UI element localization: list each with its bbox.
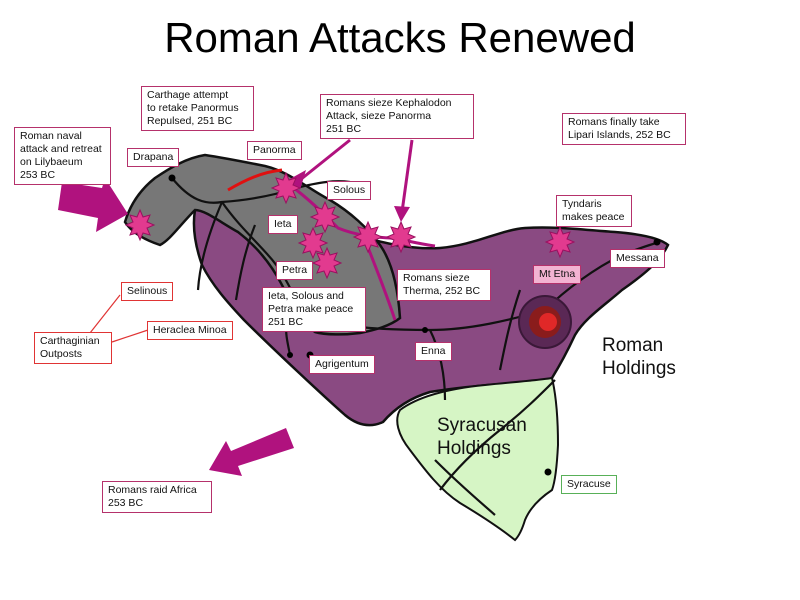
kephalodon-label: Romans sieze Kephalodon Attack, sieze Pa… <box>320 94 474 139</box>
place-heraclea-minoa: Heraclea Minoa <box>147 321 233 340</box>
carthage-attempt-label: Carthage attempt to retake Panormus Repu… <box>141 86 254 131</box>
syracusan-holdings-label: Syracusan Holdings <box>437 415 527 459</box>
place-solous: Solous <box>327 181 372 200</box>
africa-raid-label: Romans raid Africa 253 BC <box>102 481 212 513</box>
battle-burst-panorma <box>270 171 302 205</box>
kephalodon-arrow-shaft <box>299 138 351 182</box>
therma-arrow-head <box>394 206 410 222</box>
roman-holdings-label: Roman Holdings <box>602 335 676 379</box>
tyndaris-label: Tyndaris makes peace <box>556 195 632 227</box>
kephalodon-arrow-head <box>288 170 306 190</box>
carthaginian-route-line <box>227 168 283 192</box>
battle-burst-lilybaeum <box>124 208 156 242</box>
outpost-pointers <box>89 294 149 343</box>
syracusan-territory <box>396 376 560 542</box>
battle-burst-petra <box>311 246 343 280</box>
battle-burst-ieta <box>297 226 329 260</box>
place-mt-etna: Mt Etna <box>533 265 582 284</box>
battle-bursts <box>124 171 576 280</box>
battle-burst-tyndaris <box>544 225 576 259</box>
place-enna: Enna <box>415 342 452 361</box>
battle-burst-kephalodon <box>352 220 384 254</box>
place-petra: Petra <box>276 261 314 280</box>
place-messana: Messana <box>610 249 665 268</box>
therma-label: Romans sieze Therma, 252 BC <box>397 269 491 301</box>
place-drapana: Drapana <box>127 148 180 167</box>
place-agrigentum: Agrigentum <box>309 355 375 374</box>
place-selinous: Selinous <box>121 282 174 301</box>
outposts-label: Carthaginian Outposts <box>34 332 112 364</box>
peace-label: Ieta, Solous and Petra make peace 251 BC <box>262 287 366 332</box>
naval-attack-arrow <box>58 178 128 232</box>
lipari-label: Romans finally take Lipari Islands, 252 … <box>562 113 686 145</box>
battle-burst-solous <box>309 200 341 234</box>
mt-etna-volcano <box>518 295 572 349</box>
page-title: Roman Attacks Renewed <box>164 14 636 61</box>
battle-burst-therma <box>385 220 417 254</box>
therma-arrow-shaft <box>400 139 414 213</box>
place-ieta: Ieta <box>268 215 298 234</box>
africa-raid-arrow <box>209 428 294 476</box>
naval-attack-label: Roman naval attack and retreat on Lilyba… <box>14 127 111 185</box>
place-syracuse: Syracuse <box>561 475 617 494</box>
attack-arrows <box>58 138 414 476</box>
place-panorma: Panorma <box>247 141 302 160</box>
